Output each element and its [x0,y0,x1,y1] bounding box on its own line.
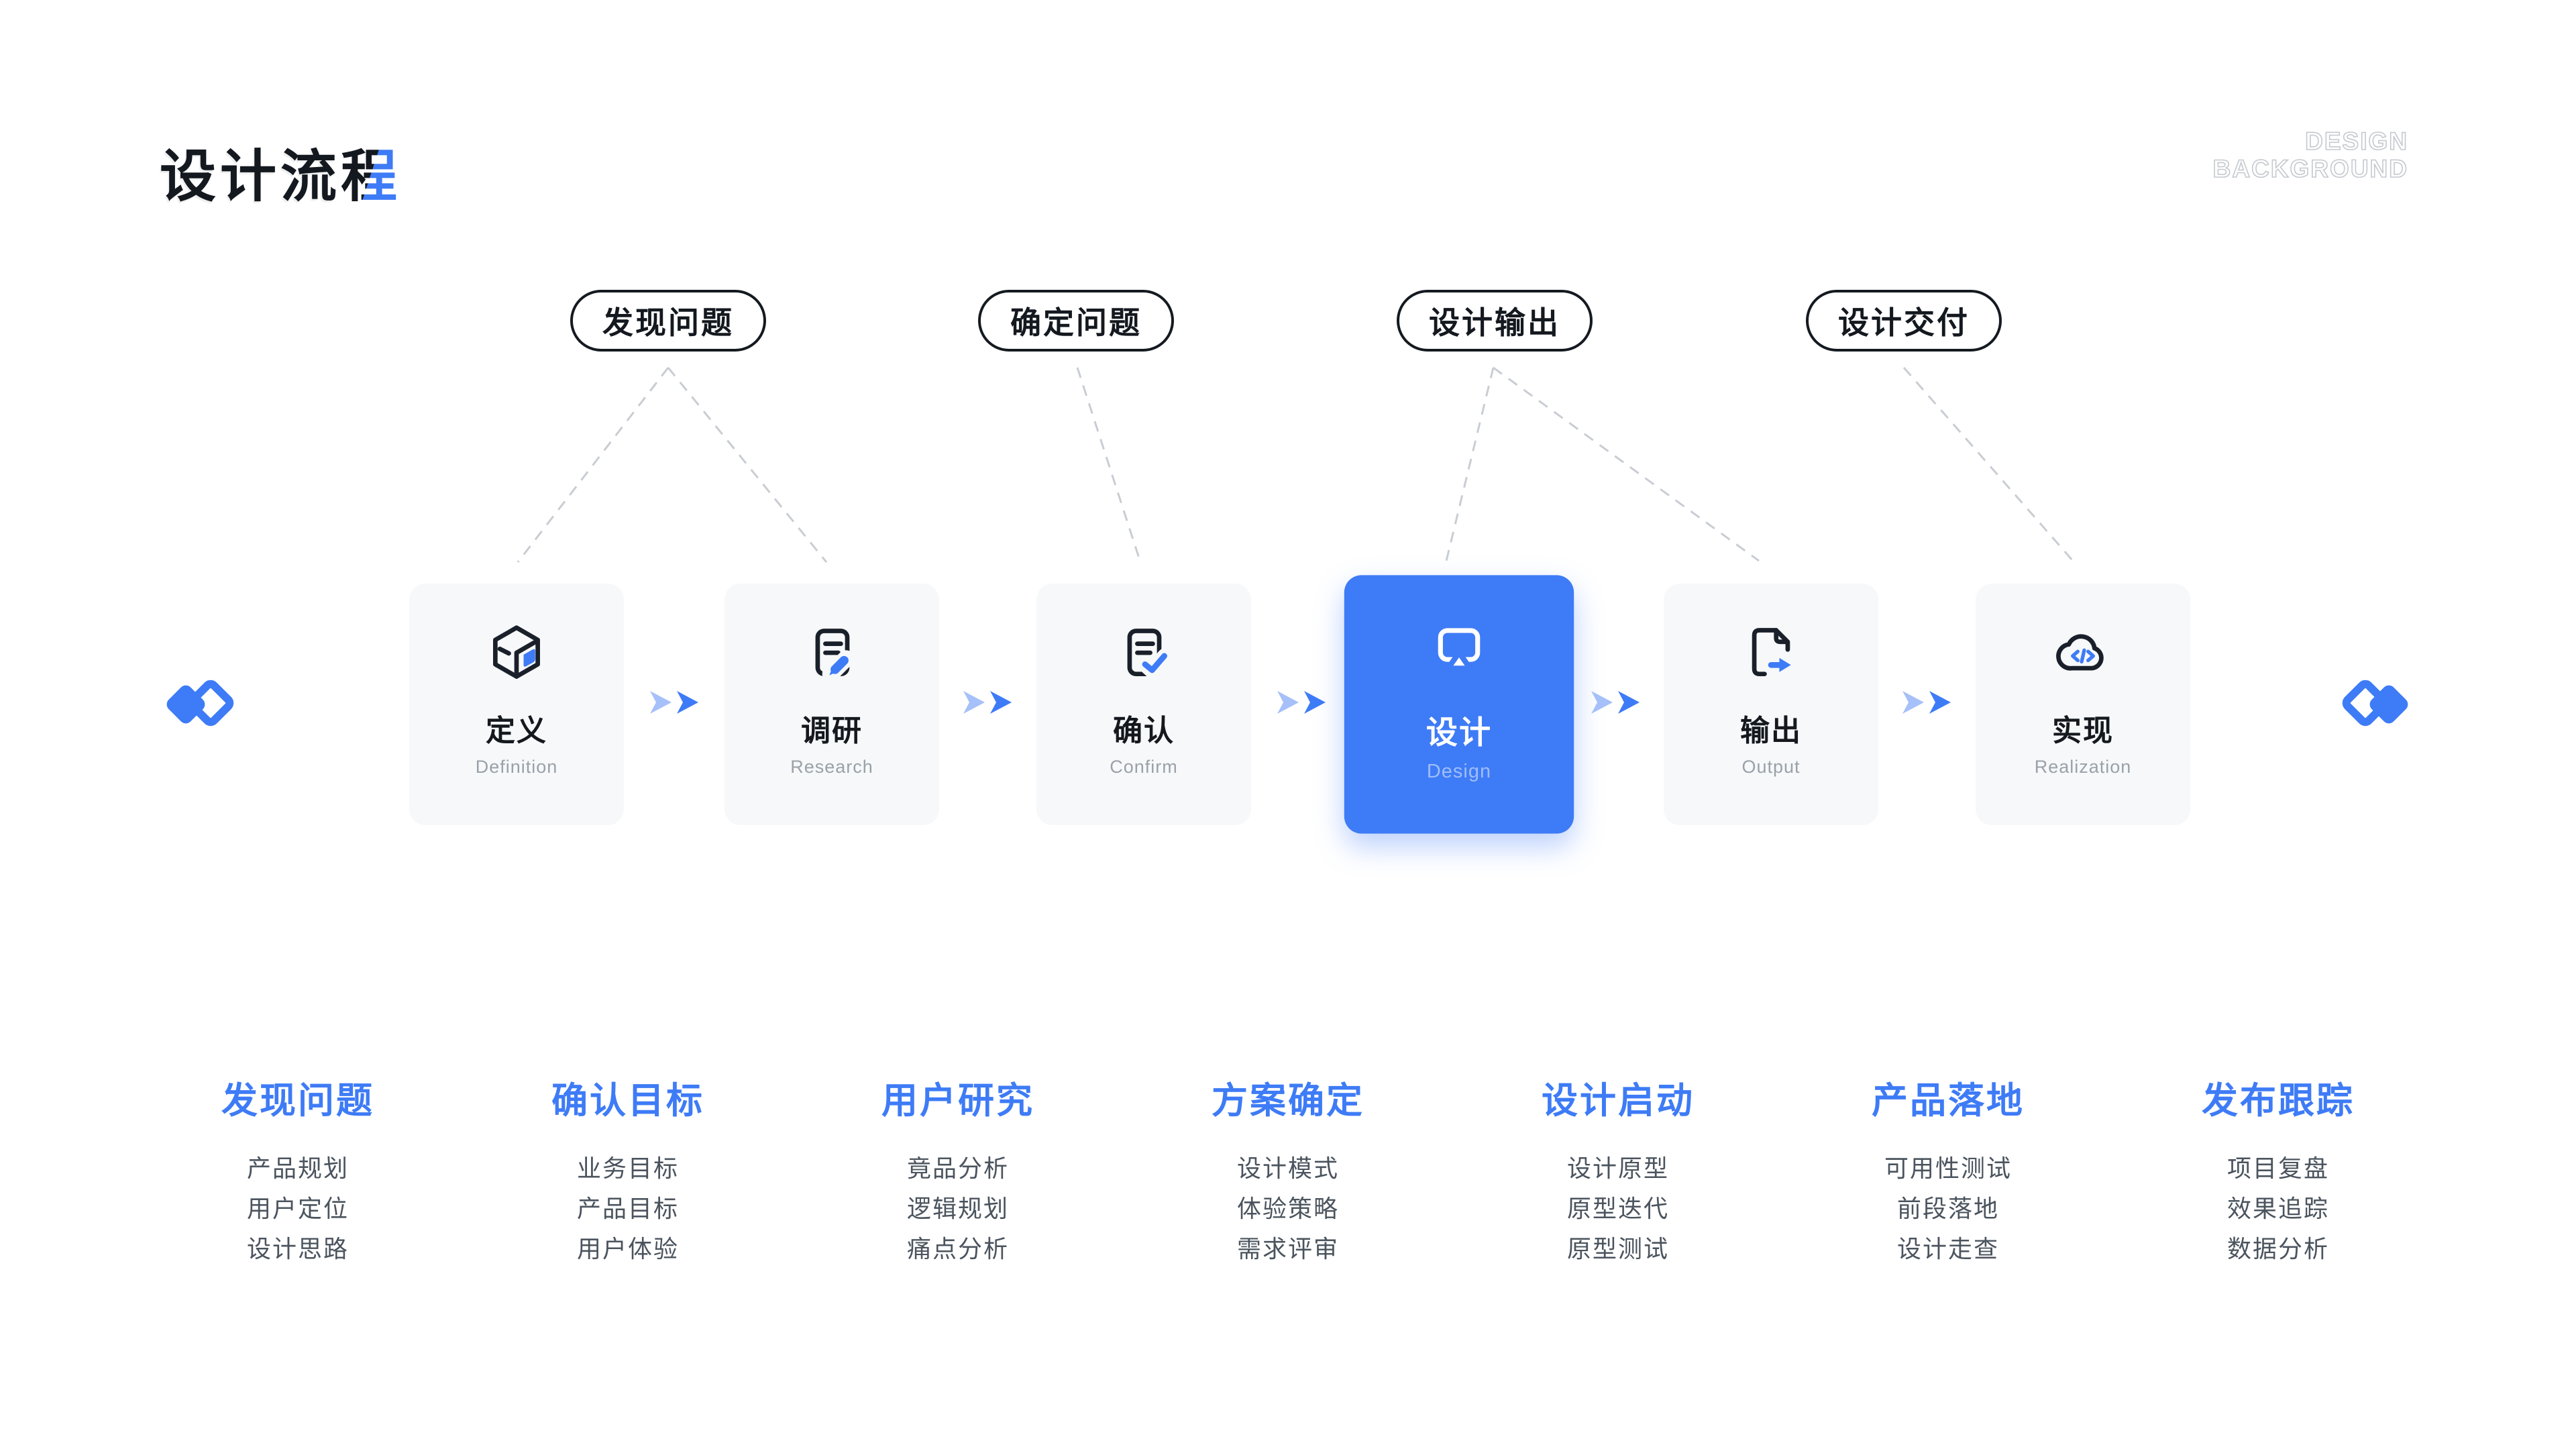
chevron-light-icon [1902,691,1924,714]
overlap-diamonds-right-icon [2339,672,2412,737]
page-title-main: 设计流 [160,145,341,208]
column-header: 确认目标 [551,1081,704,1121]
card-title: 调研 [801,714,863,747]
cube-icon [409,623,624,684]
column-item: 设计原型 [1566,1155,1669,1182]
column-header: 用户研究 [881,1081,1034,1121]
column-header: 产品落地 [1872,1081,2025,1121]
pill-design-output: 设计输出 [1397,290,1593,352]
chevron-icon [1929,691,1951,714]
column-header: 设计启动 [1542,1081,1695,1121]
card-realization: 实现 Realization [1976,584,2190,825]
card-confirm: 确认 Confirm [1036,584,1251,825]
chevron-icon [1304,691,1326,714]
column-item: 可用性测试 [1884,1155,2012,1182]
chevron-light-icon [1591,691,1613,714]
arrow-group [1902,691,1951,714]
card-title: 实现 [2052,714,2114,747]
chevron-light-icon [650,691,672,714]
column-item: 痛点分析 [906,1235,1009,1263]
chevron-light-icon [963,691,985,714]
column-item: 业务目标 [576,1155,679,1182]
pill-label: 发现问题 [602,305,734,340]
column-item: 效果追踪 [2226,1195,2329,1222]
column-item: 用户体验 [576,1235,679,1263]
arrow-group [1591,691,1640,714]
card-title: 确认 [1113,714,1175,747]
column-item: 数据分析 [2226,1235,2329,1263]
column-item: 产品规划 [246,1155,349,1182]
column-item: 逻辑规划 [906,1195,1009,1222]
page-title-accent: 程 [341,145,402,208]
column-item: 前段落地 [1896,1195,1999,1222]
column-item: 原型迭代 [1566,1195,1669,1222]
card-subtitle: Confirm [1110,757,1178,777]
document-check-icon [1036,623,1251,684]
chevron-icon [1618,691,1640,714]
column-item: 竟品分析 [906,1155,1009,1182]
card-title: 定义 [486,714,547,747]
card-subtitle: Design [1426,760,1492,782]
pill-label: 确定问题 [1010,305,1142,340]
column-item: 设计思路 [246,1235,349,1263]
card-title: 输出 [1740,714,1802,747]
arrow-group [650,691,698,714]
column-discover-problem: 发现问题 产品规划 用户定位 设计思路 [133,1081,463,1277]
column-item: 项目复盘 [2226,1155,2329,1182]
background-watermark: DESIGN BACKGROUND [2212,127,2408,183]
watermark-line-2: BACKGROUND [2212,154,2408,183]
column-item: 需求评审 [1236,1235,1339,1263]
card-definition: 定义 Definition [409,584,624,825]
column-item: 原型测试 [1566,1235,1669,1263]
column-header: 方案确定 [1212,1081,1364,1121]
pill-design-delivery: 设计交付 [1806,290,2002,352]
file-export-icon [1664,623,1878,684]
column-confirm-goals: 确认目标 业务目标 产品目标 用户体验 [463,1081,793,1277]
column-item: 体验策略 [1236,1195,1339,1222]
column-item: 设计模式 [1236,1155,1339,1182]
card-subtitle: Realization [2034,757,2132,777]
card-research: 调研 Research [724,584,939,825]
card-subtitle: Research [790,757,873,777]
airplay-icon [1344,616,1574,682]
pill-label: 设计交付 [1838,305,1970,340]
overlap-diamonds-left-icon [164,672,239,737]
column-plan-confirm: 方案确定 设计模式 体验策略 需求评审 [1123,1081,1453,1277]
chevron-icon [677,691,698,714]
column-user-research: 用户研究 竟品分析 逻辑规划 痛点分析 [793,1081,1123,1277]
card-subtitle: Definition [475,757,558,777]
card-title: 设计 [1426,715,1493,751]
chevron-light-icon [1277,691,1299,714]
document-edit-icon [724,623,939,684]
arrow-group [963,691,1012,714]
arrow-group [1277,691,1326,714]
detail-columns: 发现问题 产品规划 用户定位 设计思路 确认目标 业务目标 产品目标 用户体验 … [133,1081,2443,1277]
card-output: 输出 Output [1664,584,1878,825]
cloud-code-icon [1976,623,2190,684]
column-header: 发布跟踪 [2202,1081,2355,1121]
column-item: 产品目标 [576,1195,679,1222]
card-design-active: 设计 Design [1344,575,1574,834]
watermark-line-1: DESIGN [2304,127,2408,156]
column-release-tracking: 发布跟踪 项目复盘 效果追踪 数据分析 [2113,1081,2443,1277]
column-item: 用户定位 [246,1195,349,1222]
page-title: 设计流程 [160,131,401,213]
column-item: 设计走查 [1896,1235,1999,1263]
pill-define-problem: 确定问题 [978,290,1174,352]
column-design-start: 设计启动 设计原型 原型迭代 原型测试 [1453,1081,1783,1277]
column-product-landing: 产品落地 可用性测试 前段落地 设计走查 [1783,1081,2113,1277]
card-subtitle: Output [1741,757,1801,777]
pill-label: 设计输出 [1429,305,1560,340]
pill-discover-problem: 发现问题 [570,290,766,352]
chevron-icon [990,691,1012,714]
column-header: 发现问题 [221,1081,374,1121]
